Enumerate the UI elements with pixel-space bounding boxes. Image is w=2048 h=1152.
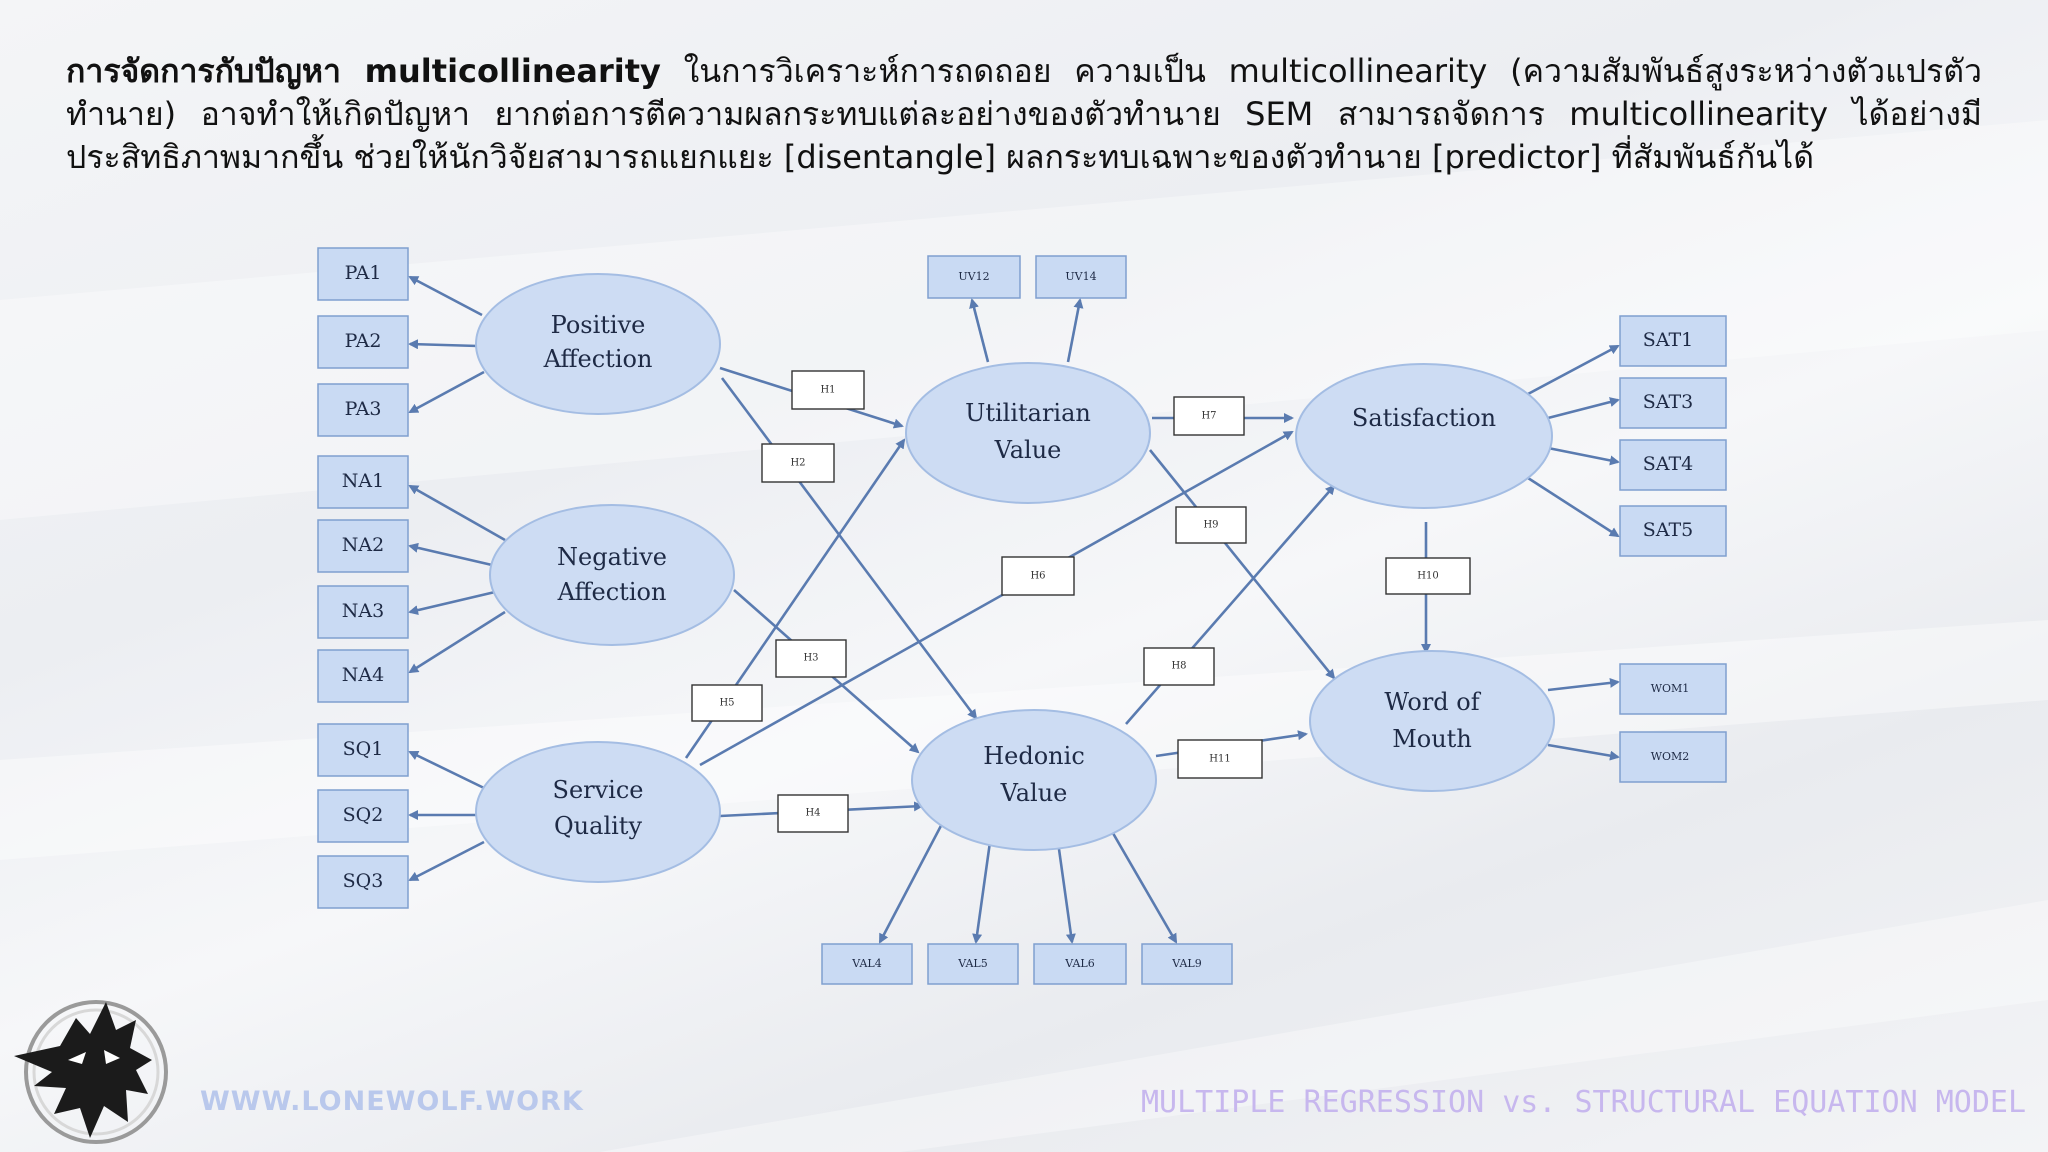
svg-text:SQ3: SQ3 [343, 870, 384, 892]
hypothesis-labels: H1 H2 H3 H4 H5 H6 H7 H8 H9 H10 H11 [691, 370, 1471, 833]
svg-text:SAT1: SAT1 [1643, 329, 1693, 351]
svg-text:H4: H4 [805, 808, 820, 819]
latent-utilitarian-value: Utilitarian Value [905, 362, 1151, 504]
hypothesis-h4: H4 [777, 794, 849, 833]
footer-website-url[interactable]: WWW.LONEWOLF.WORK [200, 1086, 584, 1117]
latent-positive-affection: Positive Affection [475, 273, 721, 415]
svg-text:NA3: NA3 [342, 600, 384, 622]
svg-text:Utilitarian: Utilitarian [965, 399, 1091, 427]
svg-text:H9: H9 [1203, 520, 1218, 531]
indicators-satisfaction: SAT1 SAT3 SAT4 SAT5 [1619, 315, 1727, 557]
indicators-utilitarian-value: UV12 UV14 [927, 255, 1127, 299]
svg-text:Value: Value [994, 436, 1062, 464]
measurement-arrows [408, 275, 1620, 944]
svg-text:NA4: NA4 [342, 664, 384, 686]
svg-text:Word of: Word of [1384, 688, 1481, 716]
svg-text:VAL5: VAL5 [957, 957, 987, 970]
svg-text:Quality: Quality [554, 812, 642, 840]
svg-text:PA3: PA3 [345, 398, 382, 420]
svg-text:Negative: Negative [557, 543, 667, 571]
svg-text:H1: H1 [820, 385, 835, 396]
svg-text:NA2: NA2 [342, 534, 384, 556]
hypothesis-h10: H10 [1385, 557, 1471, 595]
svg-text:Affection: Affection [543, 345, 653, 373]
hypothesis-h11: H11 [1177, 739, 1263, 779]
svg-text:VAL9: VAL9 [1171, 957, 1201, 970]
svg-text:NA1: NA1 [342, 470, 384, 492]
latent-hedonic-value: Hedonic Value [911, 709, 1157, 851]
intro-bold-heading: การจัดการกับปัญหา multicollinearity [66, 52, 661, 90]
svg-text:Value: Value [1000, 779, 1068, 807]
indicators-negative-affection: NA1 NA2 NA3 NA4 [317, 455, 409, 703]
indicators-word-of-mouth: WOM1 WOM2 [1619, 663, 1727, 783]
svg-text:WOM1: WOM1 [1651, 682, 1690, 695]
svg-text:Satisfaction: Satisfaction [1352, 404, 1496, 432]
indicators-positive-affection: PA1 PA2 PA3 [317, 247, 409, 437]
svg-text:H6: H6 [1030, 571, 1045, 582]
indicators-service-quality: SQ1 SQ2 SQ3 [317, 723, 409, 909]
lonewolf-logo-icon [14, 1000, 168, 1144]
footer-deck-title: MULTIPLE REGRESSION vs. STRUCTURAL EQUAT… [1140, 1085, 2026, 1120]
svg-text:UV12: UV12 [958, 270, 989, 283]
hypothesis-h1: H1 [791, 370, 865, 410]
svg-text:WOM2: WOM2 [1651, 750, 1690, 763]
svg-text:SAT5: SAT5 [1643, 519, 1693, 541]
indicators-hedonic-value: VAL4 VAL5 VAL6 VAL9 [821, 943, 1233, 985]
svg-text:Service: Service [553, 776, 644, 804]
svg-text:H2: H2 [790, 458, 805, 469]
svg-text:SQ1: SQ1 [343, 738, 384, 760]
latent-word-of-mouth: Word of Mouth [1309, 650, 1555, 792]
hypothesis-h2: H2 [761, 443, 835, 483]
latent-satisfaction: Satisfaction [1295, 363, 1553, 509]
hypothesis-h6: H6 [1001, 556, 1075, 596]
svg-text:H11: H11 [1209, 754, 1230, 765]
svg-text:UV14: UV14 [1065, 270, 1096, 283]
svg-text:VAL4: VAL4 [851, 957, 881, 970]
svg-text:SAT4: SAT4 [1643, 453, 1693, 475]
svg-text:H3: H3 [803, 653, 818, 664]
svg-text:SAT3: SAT3 [1643, 391, 1693, 413]
hypothesis-h7: H7 [1173, 396, 1245, 436]
intro-text: ในการวิเคราะห์การถดถอย ความเป็น multicol… [66, 52, 1983, 176]
latent-service-quality: Service Quality [475, 741, 721, 883]
svg-text:SQ2: SQ2 [343, 804, 384, 826]
svg-text:Positive: Positive [551, 311, 646, 339]
svg-text:H10: H10 [1417, 571, 1438, 582]
svg-text:Affection: Affection [557, 578, 667, 606]
svg-text:Mouth: Mouth [1392, 725, 1472, 753]
hypothesis-h3: H3 [775, 639, 847, 678]
hypothesis-h8: H8 [1143, 647, 1215, 686]
hypothesis-h9: H9 [1175, 506, 1247, 544]
svg-text:PA1: PA1 [345, 262, 382, 284]
hypothesis-h5: H5 [691, 684, 763, 722]
svg-text:H8: H8 [1171, 661, 1186, 672]
svg-text:H7: H7 [1201, 411, 1216, 422]
intro-paragraph: การจัดการกับปัญหา multicollinearity ในกา… [66, 50, 1982, 179]
svg-text:H5: H5 [719, 698, 734, 709]
svg-text:VAL6: VAL6 [1064, 957, 1094, 970]
latent-negative-affection: Negative Affection [489, 504, 735, 646]
svg-text:Hedonic: Hedonic [983, 742, 1085, 770]
svg-text:PA2: PA2 [345, 330, 382, 352]
